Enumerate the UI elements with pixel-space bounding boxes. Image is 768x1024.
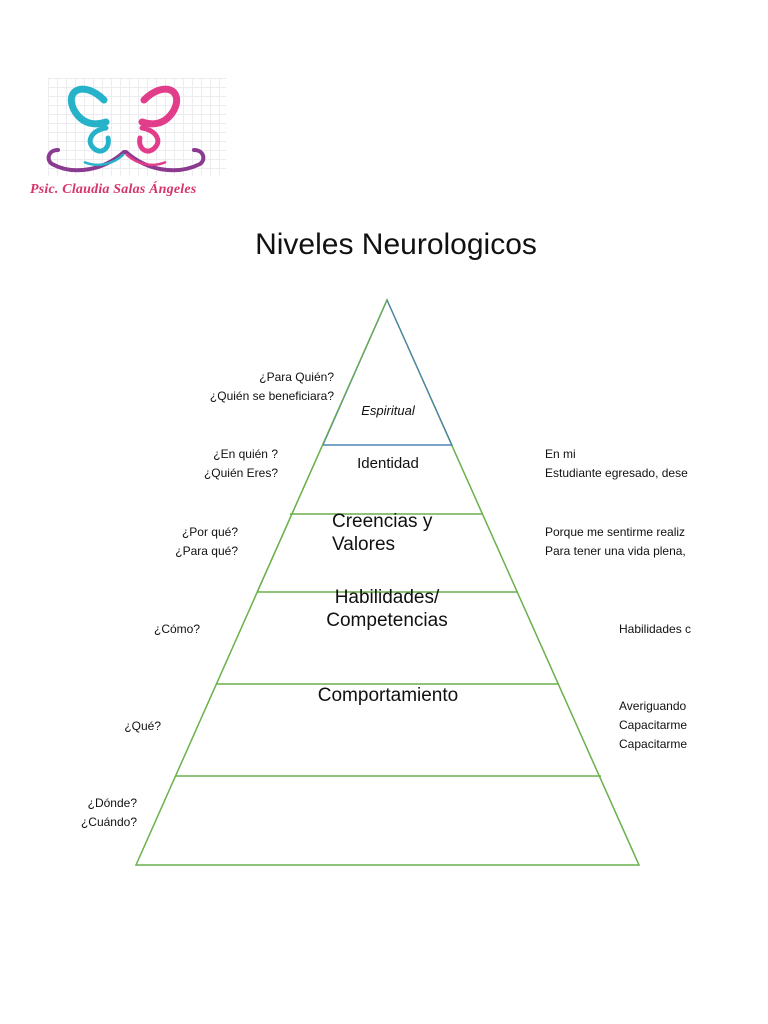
page-title: Niveles Neurologicos: [255, 228, 537, 261]
question-entorno: ¿Dónde? ¿Cuándo?: [80, 796, 137, 829]
level-label-identidad: Identidad: [357, 455, 419, 472]
question-habilidades: ¿Cómo?: [153, 622, 200, 636]
answer-identidad: En mi Estudiante egresado, dese: [545, 447, 688, 480]
answer-habilidades: Habilidades c: [619, 622, 692, 636]
logo: Psic. Claudia Salas Ángeles: [30, 78, 230, 208]
level-side-line: [256, 299, 388, 593]
question-comportamiento: ¿Qué?: [124, 719, 161, 733]
level-label-habilidades-competencias: Habilidades/ Competencias: [326, 587, 448, 631]
answer-comportamiento: Averiguando Capacitarme Capacitarme: [619, 699, 688, 751]
question-identidad: ¿En quién ? ¿Quién Eres?: [203, 447, 278, 480]
level-label-comportamiento: Comportamiento: [317, 685, 459, 706]
level-label-espiritual: Espiritual: [361, 403, 415, 418]
question-espiritual: ¿Para Quién? ¿Quién se beneficiara?: [209, 370, 334, 403]
butterfly-logo-icon: [46, 85, 206, 173]
answer-creencias: Porque me sentirme realiz Para tener una…: [545, 525, 686, 558]
pyramid-top-section: [322, 298, 453, 446]
logo-caption: Psic. Claudia Salas Ángeles: [30, 182, 197, 197]
level-label-creencias-valores: Creencias y Valores: [332, 511, 433, 555]
question-creencias: ¿Por qué? ¿Para qué?: [175, 525, 238, 558]
